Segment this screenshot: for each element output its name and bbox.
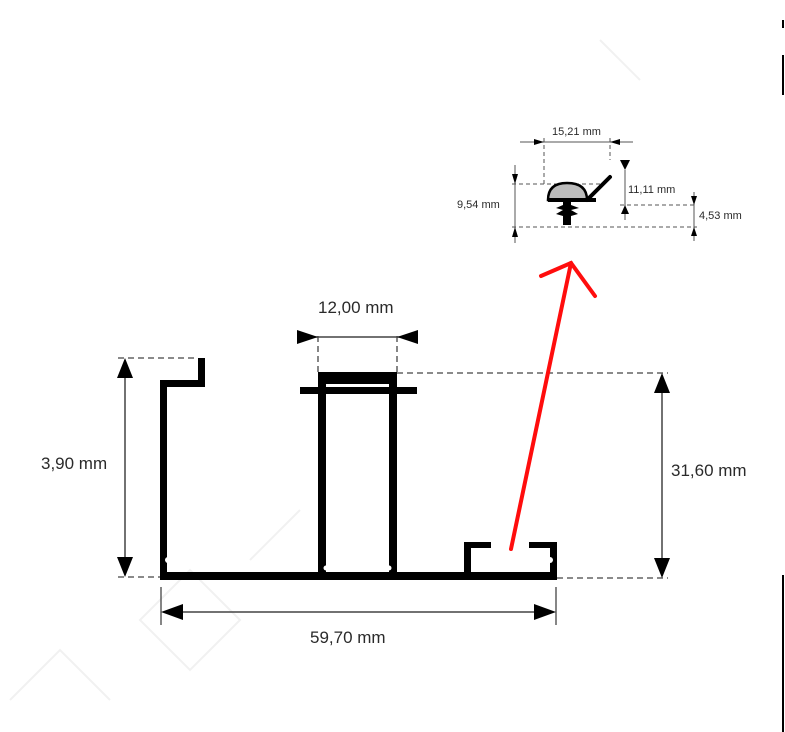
right-channel-left-post: [464, 542, 471, 576]
arrowhead: [654, 558, 670, 578]
arrowhead: [512, 174, 518, 184]
seal-profile: [546, 175, 612, 225]
arrowhead: [117, 557, 133, 577]
seal-label-width: 15,21 mm: [552, 126, 601, 138]
seal-dimension-arrowheads: [512, 139, 697, 237]
right-channel-right-post: [550, 542, 557, 576]
red-pointer-arrow: [509, 260, 597, 551]
main-dimension-lines: [118, 336, 668, 625]
arrowhead: [691, 227, 697, 236]
arrowhead: [512, 227, 518, 237]
profile-left-wall: [160, 380, 167, 576]
seal-lip: [585, 175, 612, 202]
aluminium-profile: [160, 358, 557, 580]
arrowhead: [620, 160, 630, 170]
arrowhead: [117, 358, 133, 378]
dimension-label-right-height: 31,60 mm: [671, 461, 747, 480]
arrowhead: [610, 139, 620, 145]
arrowhead: [161, 604, 183, 620]
dimension-label-left-height: 3,90 mm: [41, 454, 107, 473]
watermark: [9, 39, 641, 701]
channel-top-flange: [300, 387, 417, 394]
seal-label-total-height: 9,54 mm: [457, 199, 500, 211]
seal-label-lip-height: 11,11 mm: [628, 184, 675, 196]
seal-label-base-height: 4,53 mm: [699, 210, 742, 222]
dimension-label-channel-width: 12,00 mm: [318, 298, 394, 317]
profile-base: [160, 572, 557, 580]
arrowhead: [297, 330, 318, 344]
arrowhead: [691, 196, 697, 205]
profile-notches: [165, 557, 553, 571]
arrowhead: [621, 205, 629, 214]
arrowhead: [534, 139, 544, 145]
right-channel-right-tab: [529, 542, 557, 548]
arrowhead: [397, 330, 418, 344]
main-dimension-arrowheads: [117, 330, 670, 620]
right-channel-left-tab: [464, 542, 491, 548]
dimension-label-width: 59,70 mm: [310, 628, 386, 647]
channel-top-bar: [318, 372, 397, 384]
profile-left-hook-top: [160, 380, 205, 387]
profile-left-hook-side: [198, 358, 205, 387]
arrowhead: [654, 373, 670, 393]
channel-left-wall: [318, 375, 326, 575]
seal-stem: [556, 200, 579, 225]
channel-right-wall: [389, 375, 397, 575]
arrowhead: [534, 604, 556, 620]
seal-head: [546, 181, 589, 202]
